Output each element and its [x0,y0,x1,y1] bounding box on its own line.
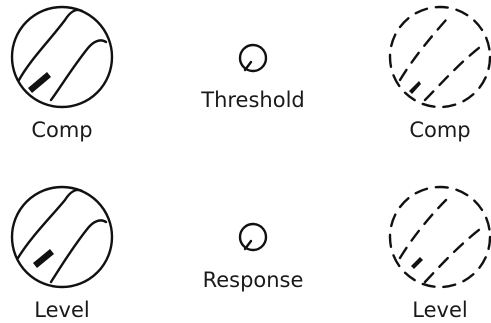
level-knob-dashed-pointer [411,257,423,269]
level-knob-dashed-groove-left [398,198,448,260]
threshold-knob-ring [238,43,268,73]
threshold-knob[interactable] [238,43,268,73]
threshold-knob-pointer [243,60,253,72]
level-knob-groove-left [16,188,84,260]
level-knob-dashed-ring [388,185,491,289]
level-knob-pointer [33,249,54,268]
comp-dashed-label: Comp [409,118,470,142]
comp-knob-groove-left [17,8,84,82]
level-knob-dashed-groove-right [423,224,486,284]
comp-knob-dashed[interactable] [388,5,491,109]
level-knob[interactable] [10,185,114,289]
comp-knob-dashed-pointer [409,81,421,94]
comp-knob-dashed-ring [388,5,491,109]
comp-knob-ring [10,5,114,109]
response-knob-ring [238,222,268,252]
comp-knob-pointer [28,72,51,93]
level-knob-ring [10,185,114,289]
response-knob-pointer [243,239,253,251]
comp-knob-dashed-groove-left [398,18,448,82]
response-label: Response [203,268,304,292]
comp-label: Comp [31,118,92,142]
comp-knob-groove-right [49,39,108,102]
level-knob-groove-right [49,219,108,284]
threshold-label: Threshold [200,88,305,112]
level-label: Level [34,298,89,322]
comp-knob-dashed-groove-right [423,42,486,102]
level-knob-dashed[interactable] [388,185,491,289]
response-knob[interactable] [238,222,268,252]
level-dashed-label: Level [412,298,467,322]
comp-knob[interactable] [10,5,114,109]
